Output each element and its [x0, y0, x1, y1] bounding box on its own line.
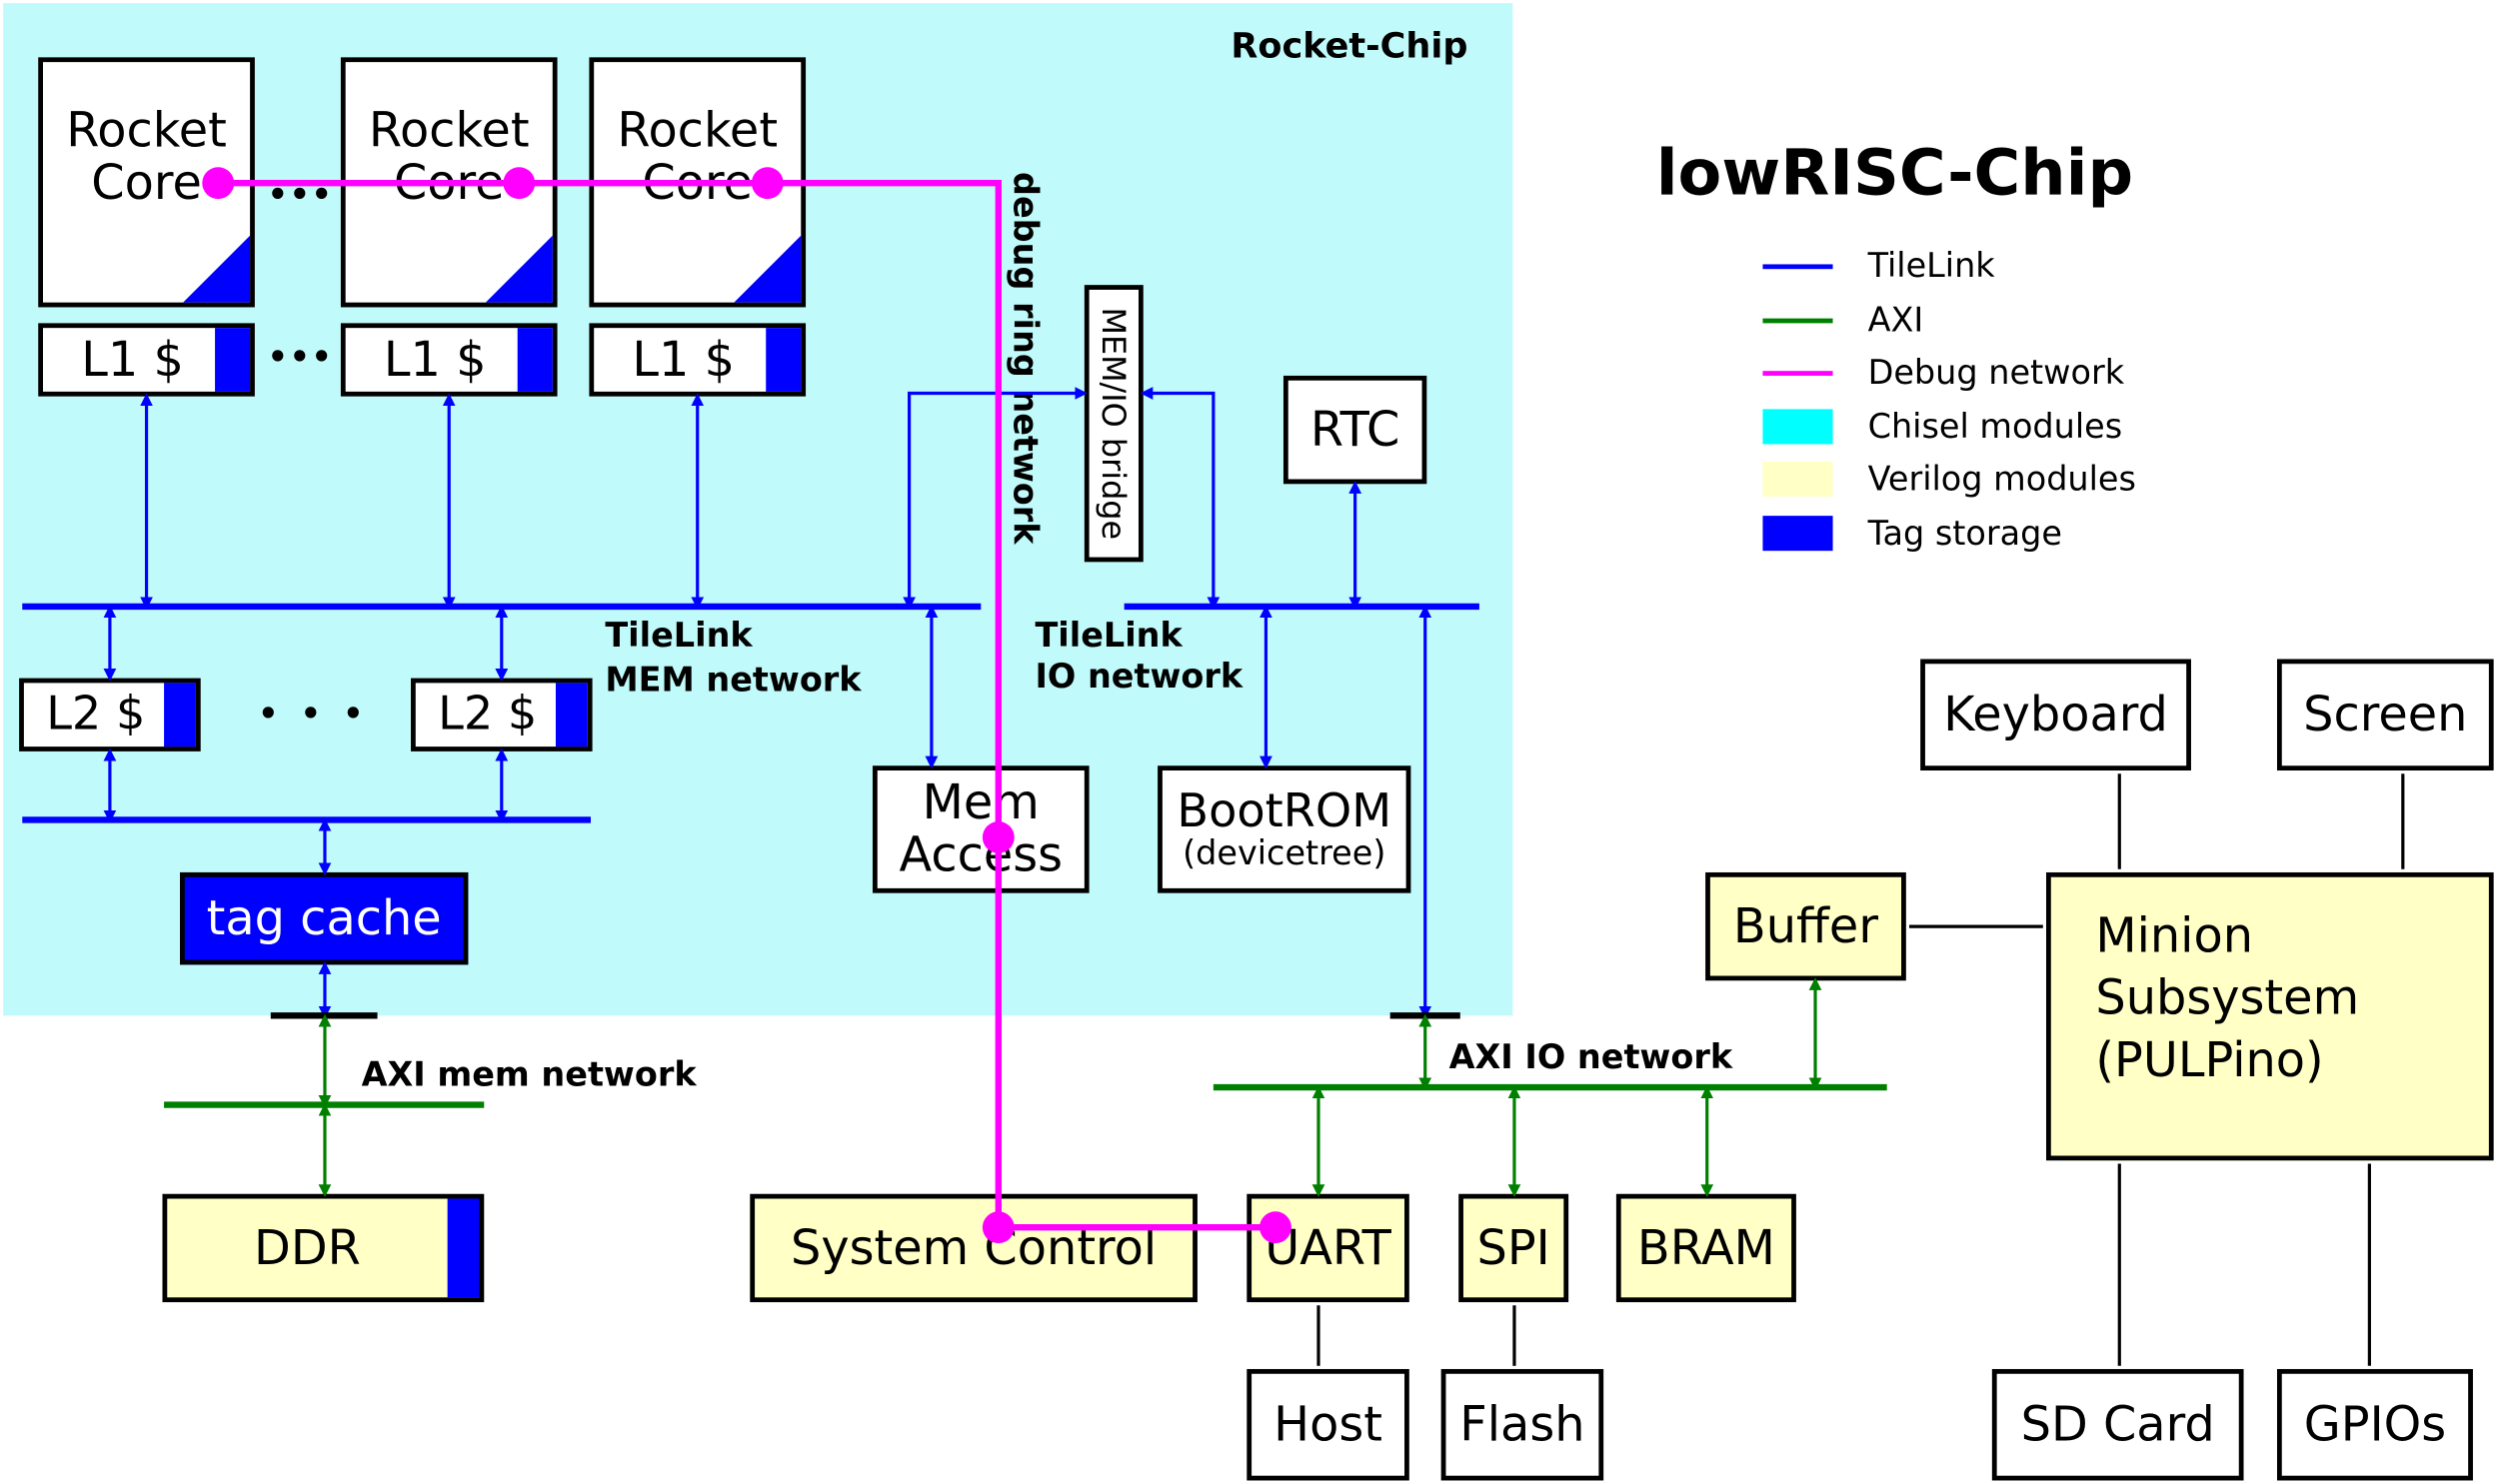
keyboard-box: Keyboard [1920, 659, 2191, 771]
minion-line2: Subsystem [2095, 970, 2360, 1027]
legend-tilelink: TileLink [1762, 246, 1995, 286]
rocket-chip-label: Rocket-Chip [1231, 27, 1468, 67]
gpios-box: GPIOs [2276, 1368, 2473, 1481]
axi-mem-label: AXI mem network [361, 1055, 697, 1094]
minion-line3: (PULPino) [2095, 1032, 2324, 1089]
l1-ellipsis: ••• [267, 337, 334, 376]
spi-label: SPI [1476, 1220, 1550, 1276]
legend-debug-line [1762, 370, 1833, 376]
screen-box: Screen [2276, 659, 2494, 771]
uart-box: UART [1247, 1193, 1409, 1303]
mem-io-bridge: MEM/IO bridge [1084, 285, 1144, 563]
bridge-mem-link [903, 387, 1089, 611]
l1-cache-2-tag [517, 328, 553, 392]
debug-node-core-1 [202, 167, 235, 200]
debug-node-core-2 [503, 167, 536, 200]
legend-chisel-label: Chisel modules [1867, 407, 2123, 447]
l1-cache-1-tag [215, 328, 251, 392]
tag-cache-label: tag cache [206, 890, 442, 947]
host-box: Host [1247, 1368, 1409, 1481]
tilelink-io-label-line2: IO network [1035, 658, 1244, 697]
rocket-core-1-tag-corner [183, 235, 251, 303]
legend-debug: Debug network [1762, 354, 2124, 392]
bootrom-box: BootROM(devicetree) [1158, 765, 1411, 893]
legend-axi-label: AXI [1867, 301, 1924, 340]
keyboard-label: Keyboard [1943, 687, 2168, 743]
rtc-box: RTC [1282, 375, 1427, 485]
legend-tilelink-line [1762, 263, 1833, 269]
tilelink-mem-label-line1: TileLink [605, 616, 753, 655]
l1-cache-1-label: L1 $ [81, 332, 184, 388]
flash-label: Flash [1459, 1396, 1585, 1453]
debug-node-core-3 [751, 167, 784, 200]
buffer-box: Buffer [1705, 871, 1906, 981]
legend-debug-label: Debug network [1867, 353, 2125, 392]
debug-node-uart [1259, 1211, 1291, 1244]
l2-cache-1-label: L2 $ [46, 686, 146, 741]
legend-axi-line [1762, 317, 1833, 323]
rocket-core-2-line1: Rocket [368, 102, 530, 159]
spi-box: SPI [1458, 1193, 1569, 1303]
legend-verilog-label: Verilog modules [1867, 460, 2136, 499]
mem-io-bridge-label: MEM/IO bridge [1095, 307, 1134, 541]
tilelink-mem-label-line2: MEM network [605, 661, 862, 700]
rocket-core-3-line1: Rocket [617, 102, 779, 159]
sd-card-label: SD Card [2020, 1396, 2215, 1453]
legend-axi: AXI [1762, 301, 1923, 339]
debug-ring-path [218, 180, 1275, 1231]
ddr-label: DDR [254, 1220, 361, 1276]
gpios-label: GPIOs [2303, 1396, 2447, 1453]
l1-cache-3-label: L1 $ [632, 332, 736, 388]
screen-label: Screen [2303, 687, 2468, 743]
legend-verilog: Verilog modules [1762, 460, 2136, 499]
l1-cache-2-label: L1 $ [383, 332, 487, 388]
l1-cache-2: L1 $ [340, 323, 558, 397]
bram-label: BRAM [1636, 1220, 1775, 1276]
diagram-title: lowRISC-Chip [1655, 136, 2134, 211]
bootrom-line1: BootROM [1177, 781, 1392, 837]
legend-chisel-swatch [1762, 409, 1833, 445]
rocket-core-3-tag-corner [734, 235, 802, 303]
bridge-io-link [1140, 387, 1221, 611]
legend-tag-swatch [1762, 516, 1833, 552]
legend-tag-label: Tag storage [1867, 514, 2062, 553]
system-control-box: System Control [750, 1193, 1198, 1303]
rocket-core-1-line2: Core [91, 155, 202, 212]
legend-verilog-swatch [1762, 461, 1833, 498]
bootrom-line2: (devicetree) [1183, 834, 1386, 873]
ddr-box: DDR [162, 1193, 485, 1303]
ddr-tag [447, 1198, 480, 1298]
flash-box: Flash [1440, 1368, 1604, 1481]
sd-card-box: SD Card [1991, 1368, 2244, 1481]
l2-ellipsis: • • • [258, 694, 364, 733]
rocket-core-1-line1: Rocket [66, 102, 227, 159]
buffer-label: Buffer [1732, 898, 1878, 955]
rtc-label: RTC [1309, 402, 1400, 458]
l2-cache-1-tag [164, 683, 196, 747]
l2-cache-2-label: L2 $ [438, 686, 538, 741]
tilelink-mem-label: TileLink MEM network [605, 615, 861, 702]
debug-node-mem-access [982, 820, 1015, 853]
mem-access-line2: Access [899, 827, 1064, 884]
rocket-core-2-tag-corner [485, 235, 553, 303]
minion-line1: Minion [2095, 908, 2253, 965]
legend-tilelink-label: TileLink [1867, 246, 1995, 286]
l2-cache-2-tag [555, 683, 588, 747]
tilelink-io-label-line1: TileLink [1035, 616, 1183, 655]
legend-tag: Tag storage [1762, 515, 2062, 553]
l1-cache-3-tag [766, 328, 802, 392]
axi-io-label: AXI IO network [1448, 1037, 1733, 1076]
legend-chisel: Chisel modules [1762, 408, 2122, 446]
mem-access-line1: Mem [922, 774, 1040, 831]
tilelink-io-label: TileLink IO network [1035, 615, 1243, 699]
l2-cache-2: L2 $ [410, 678, 593, 751]
host-label: Host [1273, 1396, 1382, 1453]
debug-node-system-control [982, 1211, 1015, 1244]
bram-box: BRAM [1615, 1193, 1796, 1303]
